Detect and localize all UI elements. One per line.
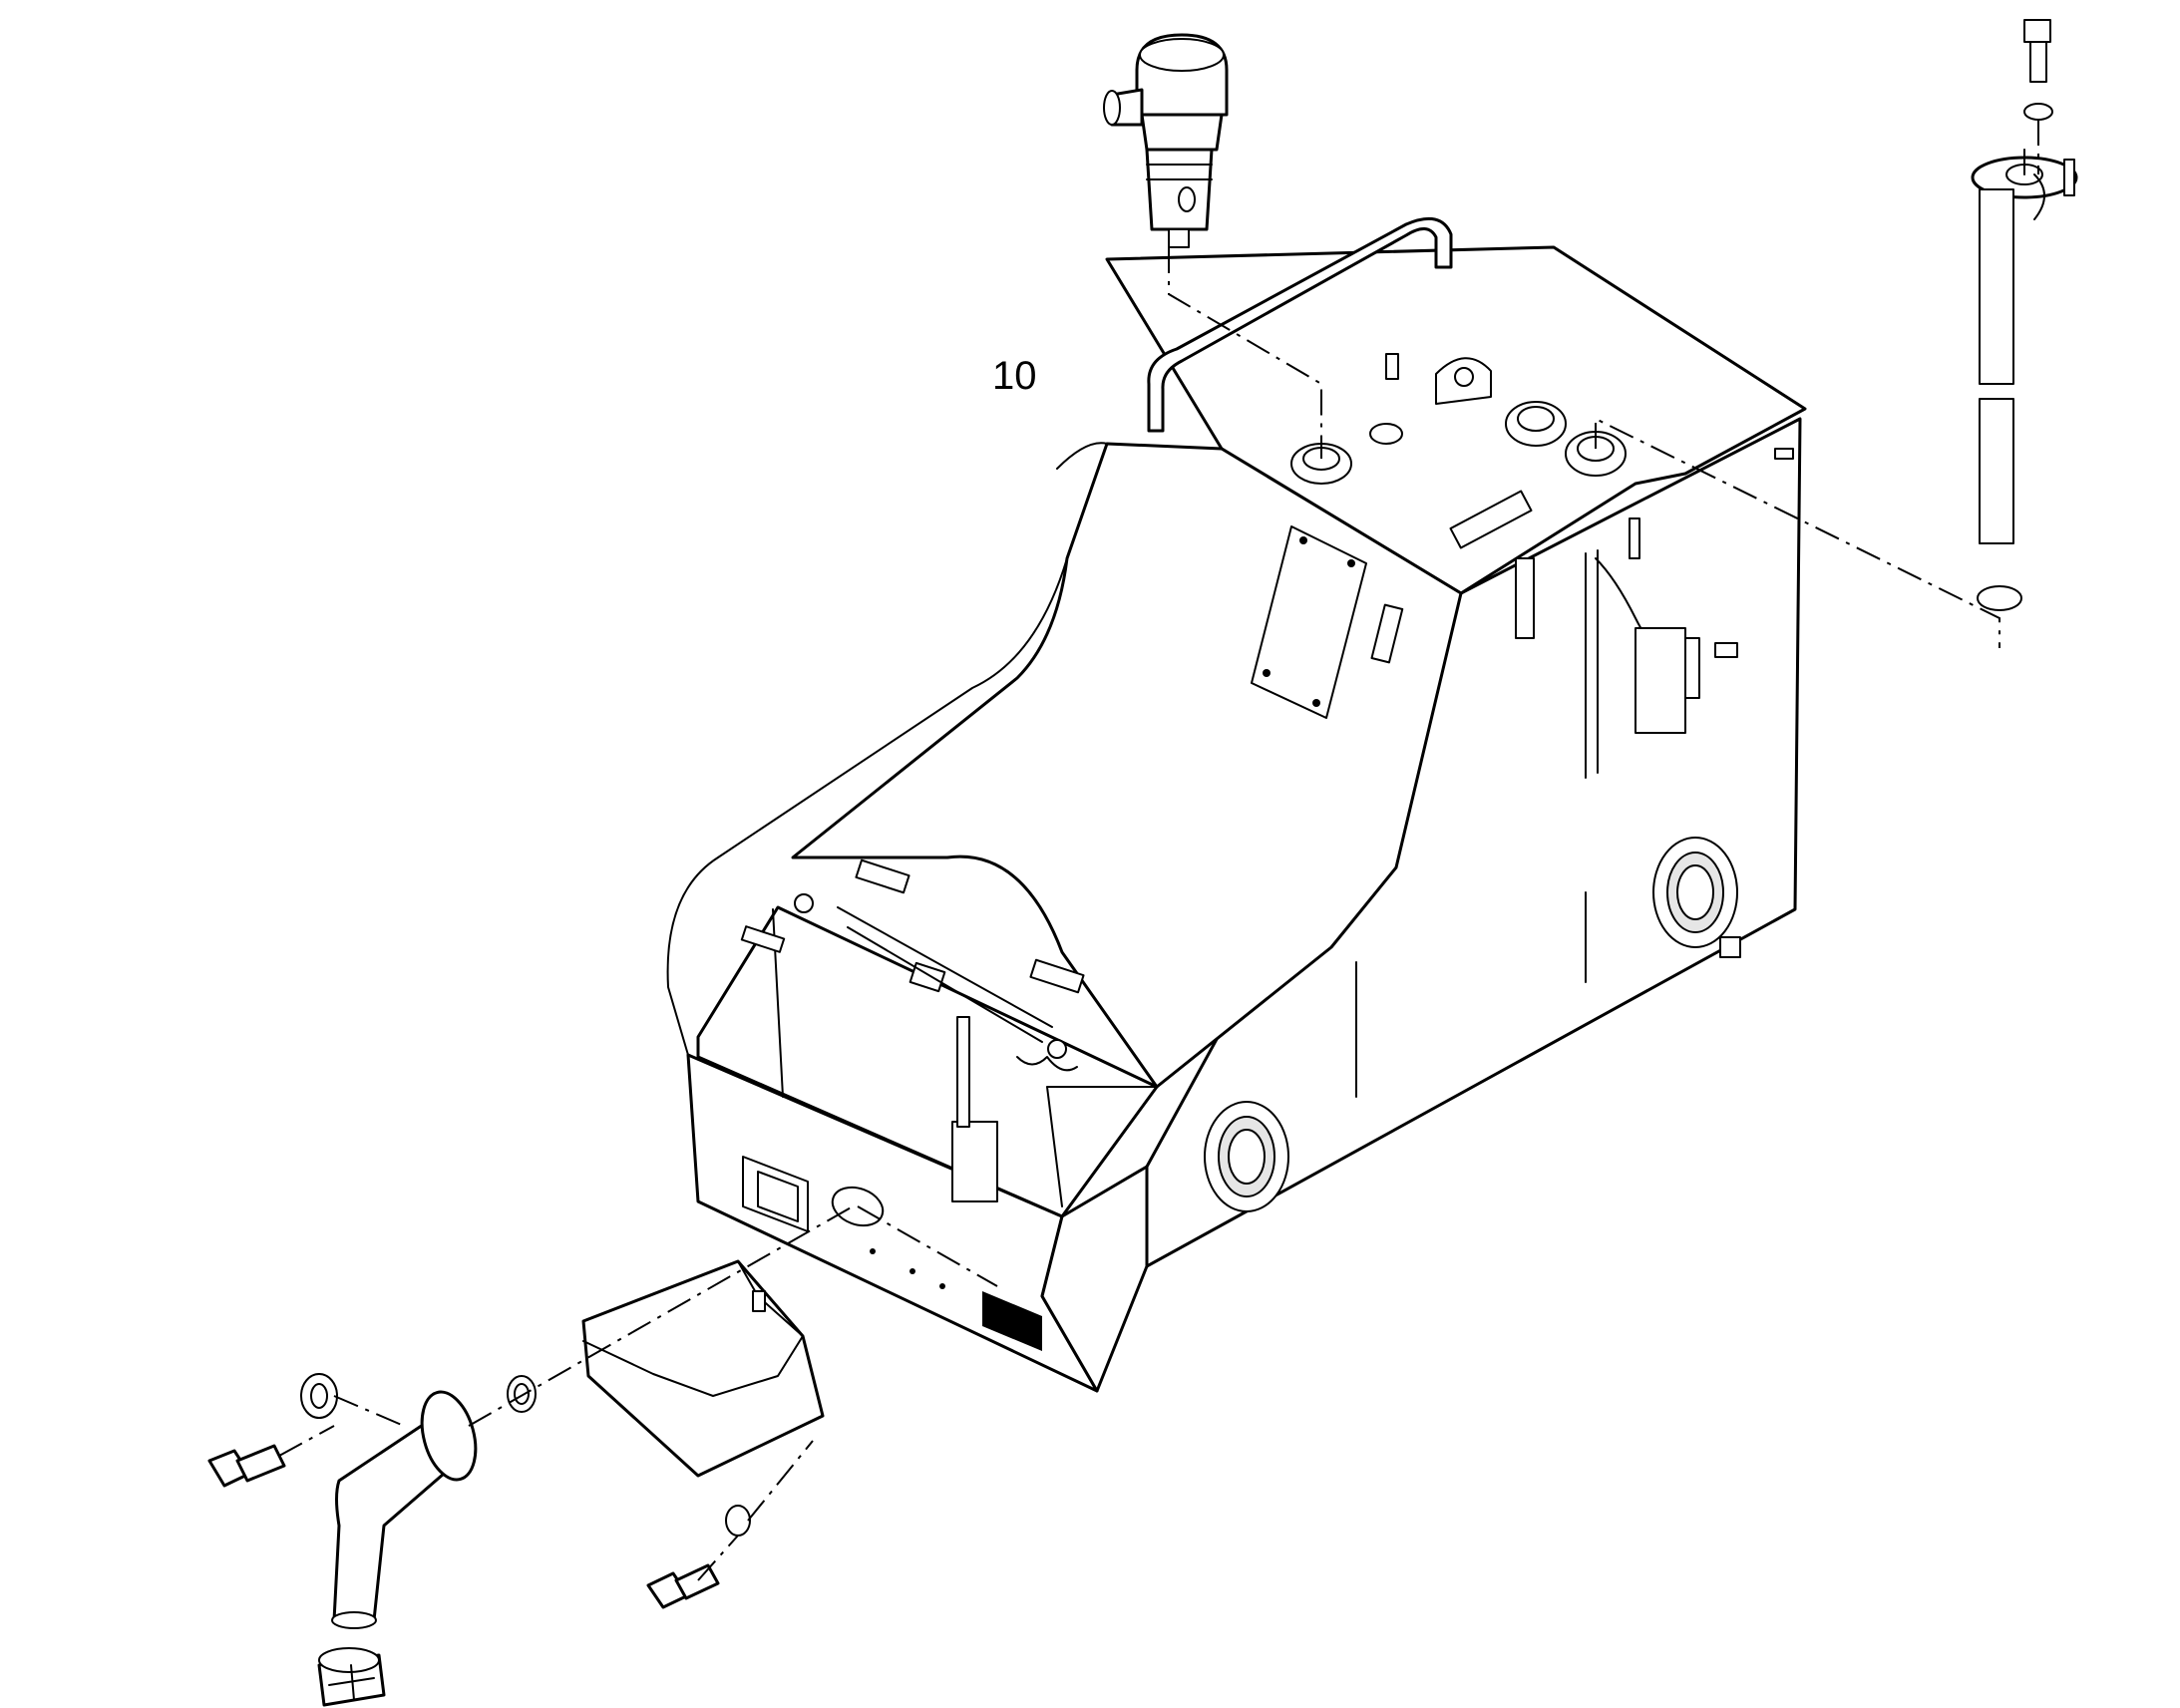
- filler-flange: [420, 1390, 478, 1482]
- filler-neck: [332, 1419, 461, 1622]
- callout-label-10: 10: [992, 354, 1037, 398]
- sender-washer: [2023, 103, 2053, 121]
- gauge-port-left: [1505, 401, 1567, 447]
- filler-bolt: [207, 1444, 286, 1488]
- hydraulic-tank: [666, 216, 1807, 1393]
- level-sender: [1971, 19, 2078, 611]
- assembly-lines: [278, 120, 2039, 1581]
- return-filter: [1103, 33, 1229, 248]
- guard-washer: [725, 1505, 751, 1537]
- inspection-plate: [1251, 525, 1367, 719]
- tank-base-skirt: [1040, 1165, 1149, 1393]
- tank-rim: [666, 442, 1108, 1056]
- filler-cap: [317, 1647, 386, 1707]
- switch-box: [1635, 627, 1686, 734]
- tank-handle: [1147, 216, 1453, 433]
- filler-guard: [581, 1259, 825, 1478]
- sender-bolt: [2023, 19, 2051, 43]
- sender-oring: [1977, 585, 2022, 611]
- filler-assembly: [207, 1259, 825, 1707]
- sight-glass-upper: [1652, 837, 1738, 948]
- vent-grille: [982, 1291, 1042, 1351]
- breather-port: [1369, 423, 1403, 445]
- guard-bolt: [646, 1563, 720, 1609]
- sight-glass-lower: [1204, 1101, 1289, 1212]
- sender-tube: [1979, 188, 2014, 385]
- tank-front-compartment: [696, 905, 1159, 1218]
- mounting-bar: [1449, 490, 1533, 549]
